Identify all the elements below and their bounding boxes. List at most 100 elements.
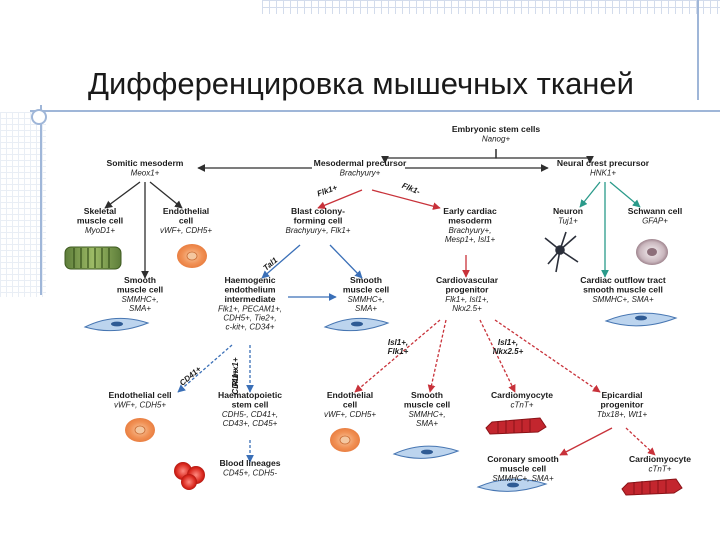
arrow-progenitor-to-smooth3 — [427, 319, 447, 393]
node-name-line: progenitor — [601, 400, 645, 410]
node-name-line: stem cell — [232, 400, 269, 410]
endothelial-nucleus-icon-3 — [339, 435, 351, 445]
smooth-muscle-icon-1 — [83, 317, 150, 332]
node-name-line: muscle cell — [117, 285, 163, 295]
arrow-mesodermal-to-blast — [317, 189, 363, 209]
arrow-haemogenic-to-endothelial2 — [177, 344, 233, 393]
node-marker-line: CDH5-, CD41+, — [222, 410, 278, 419]
node-name-line: Haemogenic — [224, 275, 275, 285]
node-marker-line: Mesp1+, Isl1+ — [445, 235, 496, 244]
node-marker-line: SMA+ — [355, 304, 377, 313]
node-marker-line: c-kit+, CD34+ — [226, 323, 275, 332]
node-marker-line: SMMHC+, SMA+ — [492, 474, 554, 483]
arrow-epicardial-to-coronary — [559, 427, 613, 456]
blood-cells-icon — [174, 462, 205, 490]
node-name-line: Coronary smooth — [487, 454, 559, 464]
node-name-line: Neuron — [553, 206, 583, 216]
decorative-vertical-line — [40, 105, 42, 295]
node-name-line: muscle cell — [343, 285, 389, 295]
node-name-line: Somitic mesoderm — [107, 158, 184, 168]
node-name-line: muscle cell — [77, 216, 123, 226]
node-marker-line: HNK1+ — [590, 169, 616, 178]
edge-label-flk1-minus: Flk1- — [401, 181, 422, 196]
arrows-layer — [104, 149, 656, 463]
node-marker-line: CD43+, CD45+ — [223, 419, 278, 428]
node-name-line: muscle cell — [500, 464, 546, 474]
decorative-circle-icon — [31, 109, 47, 125]
node-marker-line: SMMHC+, — [121, 295, 158, 304]
node-early-cardiac: Early cardiacmesodermBrachyury+,Mesp1+, … — [443, 206, 497, 244]
node-marker-line: SMA+ — [416, 419, 438, 428]
cardiomyocyte-icon-1 — [485, 417, 547, 435]
arrow-progenitor-to-cardiomyocyte1 — [479, 319, 516, 393]
edge-label-line: CD41+ — [178, 364, 203, 387]
edge-label-line: Isl1+, — [498, 338, 518, 347]
node-name-line: Blast colony- — [291, 206, 345, 216]
edge-label-flk1-plus: Flk1+ — [316, 183, 339, 199]
arrow-progenitor-to-epicardial — [494, 319, 601, 393]
edge-label-line: Nkx2.5+ — [493, 347, 524, 356]
node-marker-line: MyoD1+ — [85, 226, 115, 235]
smooth-muscle-icon-outflow — [604, 312, 678, 327]
arrow-esc-to-neural — [495, 149, 594, 164]
node-marker-line: Brachyury+, Flk1+ — [286, 226, 351, 235]
node-name-line: Blood lineages — [219, 458, 280, 468]
slide-title: Дифференцировка мышечных тканей — [88, 66, 634, 101]
edge-label-line: Flk1+ — [316, 183, 339, 199]
node-name-line: Skeletal — [84, 206, 117, 216]
node-name-line: cell — [343, 400, 357, 410]
node-name-line: Neural crest precursor — [557, 158, 650, 168]
node-marker-line: Brachyury+, — [449, 226, 492, 235]
node-marker-line: Brachyury+ — [340, 169, 381, 178]
node-name-line: progenitor — [446, 285, 490, 295]
smooth-muscle-icon-3 — [392, 445, 460, 459]
node-marker-line: SMA+ — [129, 304, 151, 313]
node-marker-line: Flk1+, Isl1+, — [445, 295, 489, 304]
arrow-neural-to-neuron — [579, 181, 601, 208]
node-name-line: intermediate — [224, 294, 275, 304]
node-name-line: Haematopoietic — [218, 390, 282, 400]
decorative-vertical-line-right — [697, 0, 699, 100]
arrow-neural-to-schwann — [609, 181, 641, 208]
edge-label-cd41: CD41+ — [178, 364, 203, 387]
node-marker-line: Meox1+ — [131, 169, 160, 178]
node-name-line: cell — [179, 216, 193, 226]
node-name-line: forming cell — [294, 216, 343, 226]
neuron-icon — [544, 231, 579, 273]
node-name-line: Early cardiac — [443, 206, 497, 216]
node-name-line: endothelium — [224, 285, 275, 295]
edge-label-line: CD41+ — [231, 369, 240, 394]
node-name-line: Smooth — [350, 275, 382, 285]
node-marker-line: Nkx2.5+ — [452, 304, 482, 313]
edge-label-isl1-nkx: Isl1+,Nkx2.5+ — [493, 338, 524, 356]
node-marker-line: GFAP+ — [642, 217, 668, 226]
node-name-line: mesoderm — [448, 216, 492, 226]
arrow-blast-to-haemogenic — [261, 244, 301, 279]
node-name-line: smooth muscle cell — [583, 285, 663, 295]
node-marker-line: SMMHC+, — [408, 410, 445, 419]
cell-illustrations — [64, 231, 683, 496]
edge-label-isl1-flk1: Isl1+,Flk1+ — [388, 338, 409, 356]
skeletal-muscle-icon — [64, 246, 122, 270]
node-marker-line: vWF+, CDH5+ — [114, 401, 166, 410]
node-name-line: Cardiomyocyte — [629, 454, 691, 464]
decorative-horizontal-line — [30, 110, 720, 112]
smooth-muscle-icon-2 — [323, 317, 390, 332]
arrow-somitic-to-endothelial — [149, 181, 183, 209]
